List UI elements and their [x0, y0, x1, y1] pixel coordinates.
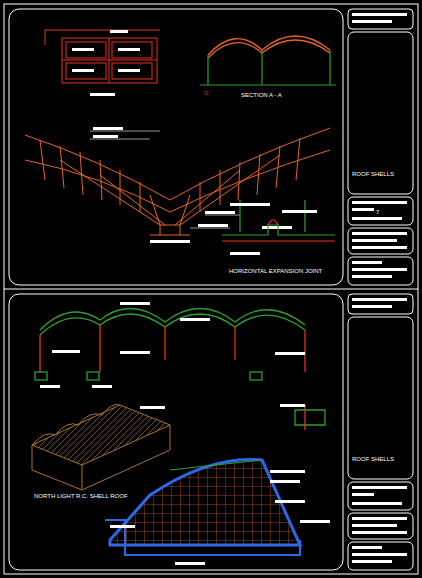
title-block-panel: ROOF SHELLS	[349, 455, 412, 464]
drawing-label: HORIZONTAL EXPANSION JOINT	[228, 268, 323, 275]
drawing-label: G	[203, 90, 210, 97]
title-block-panel: ROOF SHELLS	[349, 170, 412, 179]
drawing-label: NORTH LIGHT R.C. SHELL ROOF	[33, 493, 129, 500]
drawing-label: 7	[375, 209, 380, 216]
drawing-label: SECTION A - A	[240, 92, 283, 99]
sheet-title: ROOF SHELLS	[349, 455, 412, 464]
sheet-title: ROOF SHELLS	[349, 170, 412, 179]
